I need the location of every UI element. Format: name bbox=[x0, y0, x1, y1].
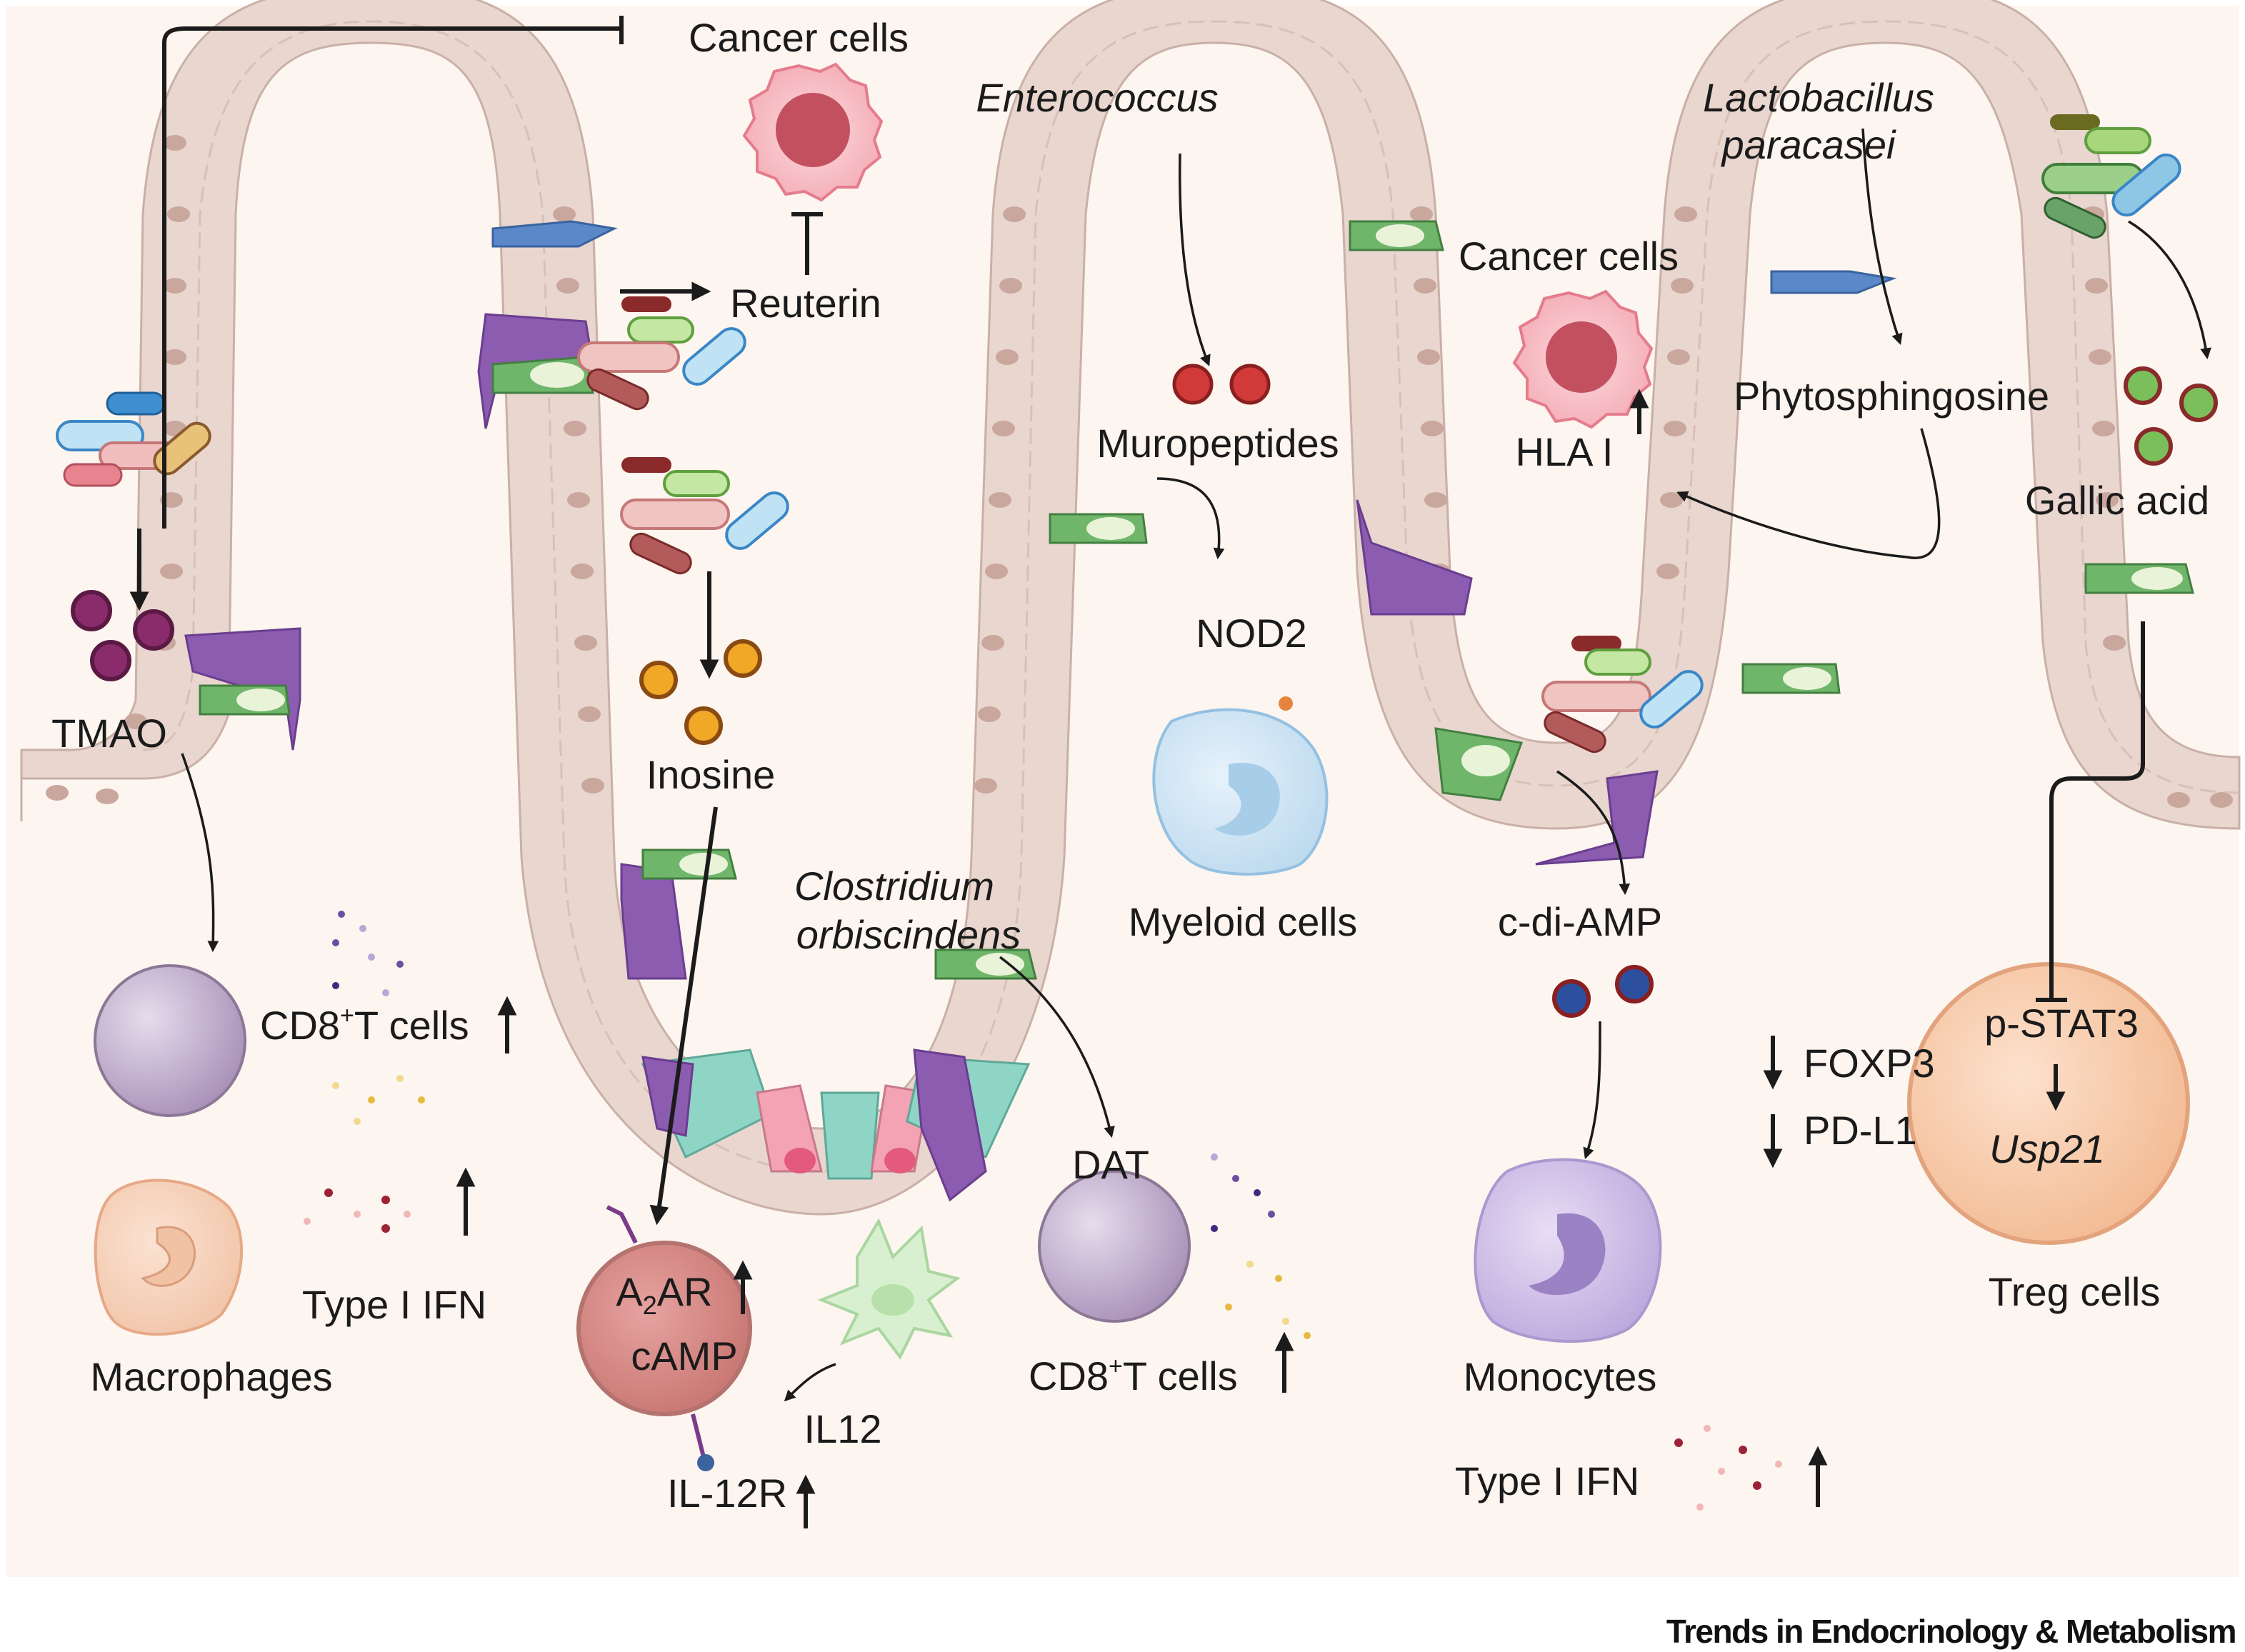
label-hla-i: HLA I bbox=[1516, 429, 1614, 474]
label-il12r: IL-12R bbox=[667, 1471, 787, 1516]
green-goblet-cells bbox=[199, 220, 2194, 980]
macrophage bbox=[94, 1178, 244, 1336]
label-usp21: Usp21 bbox=[1989, 1126, 2105, 1171]
cancer-cell-right bbox=[1512, 289, 1654, 429]
intestinal-epithelium bbox=[20, 0, 2241, 1216]
label-cd8-t-cells-mid: CD8+T cells bbox=[1029, 1353, 1238, 1398]
metabolite-muropeptides bbox=[1172, 364, 1271, 405]
cancer-cell-top bbox=[742, 62, 884, 202]
blue-epithelial-cells bbox=[491, 220, 1897, 294]
label-a2ar: A2AR bbox=[616, 1269, 712, 1320]
label-treg-cells: Treg cells bbox=[1989, 1269, 2161, 1314]
label-dat: DAT bbox=[1072, 1142, 1149, 1187]
arrows bbox=[129, 16, 2211, 1528]
bacteria-cluster-right bbox=[1541, 636, 1704, 754]
label-nod2: NOD2 bbox=[1196, 611, 1307, 656]
label-c-di-amp: c-di-AMP bbox=[1498, 899, 1662, 944]
label-il12: IL12 bbox=[804, 1406, 882, 1451]
label-lactobacillus-line1: Lactobacillus bbox=[1703, 75, 1934, 120]
label-inosine: Inosine bbox=[646, 752, 776, 797]
metabolite-inosine bbox=[639, 639, 762, 745]
label-muropeptides: Muropeptides bbox=[1096, 421, 1339, 466]
label-cancer-cells-right: Cancer cells bbox=[1459, 234, 1679, 279]
label-cancer-cells-top: Cancer cells bbox=[689, 15, 909, 60]
label-type-i-ifn-left: Type I IFN bbox=[302, 1282, 486, 1327]
label-enterococcus: Enterococcus bbox=[976, 75, 1218, 120]
label-myeloid-cells: Myeloid cells bbox=[1129, 899, 1358, 944]
label-cd8-t-cells-left: CD8+T cells bbox=[260, 1002, 469, 1048]
cd8-t-cell-left bbox=[94, 964, 246, 1117]
metabolite-gallic-acid bbox=[2124, 366, 2218, 466]
metabolite-tmao bbox=[71, 590, 174, 681]
label-clostridium-line1: Clostridium bbox=[794, 863, 994, 908]
label-type-i-ifn-right: Type I IFN bbox=[1455, 1458, 1639, 1503]
cytokine-dots bbox=[304, 911, 1782, 1511]
myeloid-cell bbox=[1152, 696, 1329, 876]
bacteria-cluster-mid bbox=[620, 457, 789, 575]
label-pd-l1: PD-L1 bbox=[1804, 1108, 1917, 1153]
label-camp: cAMP bbox=[631, 1333, 737, 1378]
label-tmao: TMAO bbox=[51, 711, 167, 756]
label-foxp3: FOXP3 bbox=[1804, 1041, 1935, 1086]
cd8-t-cell-mid bbox=[1038, 1170, 1191, 1323]
label-clostridium-line2: orbiscindens bbox=[796, 912, 1021, 957]
journal-footer: Trends in Endocrinology & Metabolism bbox=[1666, 1613, 2236, 1650]
metabolite-c-di-amp bbox=[1552, 965, 1654, 1018]
label-p-stat3: p-STAT3 bbox=[1984, 1001, 2139, 1046]
label-monocytes: Monocytes bbox=[1464, 1354, 1657, 1399]
label-lactobacillus-line2: paracasei bbox=[1721, 122, 1896, 167]
bacteria-cluster-far-right bbox=[2041, 114, 2181, 239]
label-macrophages: Macrophages bbox=[90, 1354, 332, 1399]
a2ar-camp-cell bbox=[576, 1205, 752, 1471]
dendritic-cell bbox=[817, 1218, 961, 1360]
label-reuterin: Reuterin bbox=[730, 281, 881, 326]
background-panel bbox=[6, 6, 2239, 1577]
label-phytosphingosine: Phytosphingosine bbox=[1734, 374, 2049, 419]
monocyte bbox=[1474, 1158, 1662, 1343]
label-gallic-acid: Gallic acid bbox=[2025, 478, 2209, 523]
bacteria-cluster-mid-top bbox=[577, 296, 746, 411]
